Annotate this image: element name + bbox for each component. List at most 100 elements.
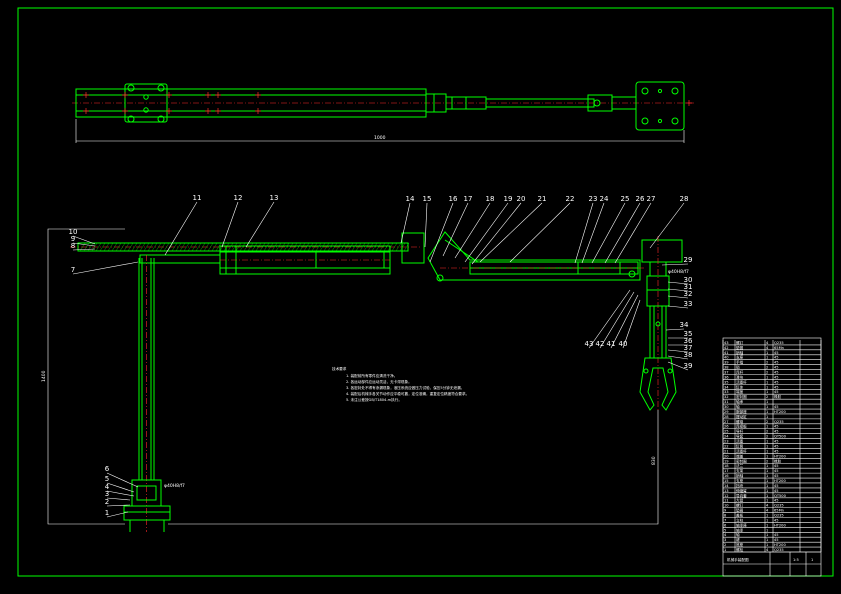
bom-cell: 缸体 <box>736 384 744 389</box>
bom-cell: 30 <box>724 405 729 409</box>
bom-cell: 缸筒 <box>736 443 744 448</box>
bom-cell: 45 <box>774 380 779 384</box>
bom-cell: 密封圈 <box>736 458 747 463</box>
bom-cell: 16 <box>724 474 729 478</box>
part-label-9: 9 <box>71 235 75 243</box>
part-label-10: 10 <box>69 228 78 236</box>
bom-cell: 45 <box>774 499 779 503</box>
bom-cell: 2 <box>766 366 768 370</box>
leader-line <box>72 248 96 251</box>
bom-cell: 1 <box>766 380 768 384</box>
leader-line <box>464 202 509 263</box>
leader-line <box>649 202 685 249</box>
bom-cell: 19 <box>724 459 729 463</box>
leader-line <box>454 202 491 259</box>
bom-cell: 34 <box>724 385 729 389</box>
part-label-17: 17 <box>464 195 473 203</box>
bom-cell: 垫圈 <box>736 345 744 350</box>
part-label-16: 16 <box>449 195 458 203</box>
bom-cell: Q235 <box>774 513 784 517</box>
note-line-1: 1. 装配前所有零件应清洗干净。 <box>346 373 397 378</box>
bom-cell: 轴承 <box>736 399 744 404</box>
bom-cell: 8 <box>724 513 727 517</box>
bom-cell: 2 <box>766 430 768 434</box>
bom-cell: 1 <box>766 425 768 429</box>
part-label-34: 34 <box>680 321 689 329</box>
bom-cell: 18 <box>724 464 729 468</box>
bom-cell: 45 <box>774 538 779 542</box>
bom-cell: 45 <box>774 489 779 493</box>
part-label-8: 8 <box>71 242 75 250</box>
leader-line <box>667 305 689 309</box>
part-label-30: 30 <box>684 276 693 284</box>
bom-cell: 销轴 <box>736 350 744 355</box>
bom-cell: 螺钉 <box>736 340 744 345</box>
bom-cell: 大臂 <box>736 498 744 503</box>
bom-cell: Q235 <box>774 420 784 424</box>
part-label-31: 31 <box>684 283 693 291</box>
bom-cell: 45 <box>774 430 779 434</box>
bom-cell: HT200 <box>774 454 786 458</box>
part-label-35: 35 <box>684 330 693 338</box>
bom-cell: 10 <box>724 504 729 508</box>
leader-line <box>429 202 454 263</box>
bom-cell: HT200 <box>774 543 786 547</box>
bom-cell: 45 <box>774 464 779 468</box>
leader-line <box>72 261 139 275</box>
bom-cell: 连接板 <box>736 424 747 429</box>
bom-cell: 32 <box>724 395 729 399</box>
leader-line <box>591 202 626 264</box>
bom-cell: 45 <box>774 474 779 478</box>
bom-cell: 手指 <box>736 360 744 365</box>
leader-line <box>106 472 139 488</box>
bom-cell: 端盖 <box>736 453 744 458</box>
bom-cell: HT200 <box>774 479 786 483</box>
bom-cell: 39 <box>724 361 729 365</box>
part-label-26: 26 <box>636 195 645 203</box>
bom-cell: 4 <box>724 533 727 537</box>
bom-cell: 销轴 <box>736 473 744 478</box>
bom-cell: 轴 <box>736 404 740 409</box>
part-label-24: 24 <box>600 195 609 203</box>
bom-cell: 45 <box>774 449 779 453</box>
drawing-sheet: 1 <box>811 558 813 562</box>
leader-line <box>106 511 129 518</box>
part-label-43: 43 <box>585 340 594 348</box>
note-line-2: 2. 各运动部件应运动灵活，无卡滞现象。 <box>346 379 412 384</box>
part-label-28: 28 <box>680 195 689 203</box>
bom-cell: 盖板 <box>736 512 744 517</box>
leader-line <box>72 242 96 247</box>
bom-cell: 活塞杆 <box>736 448 747 453</box>
part-label-4: 4 <box>105 483 110 491</box>
bom-cell: 橡胶 <box>774 458 782 463</box>
bom-cell: 销 <box>736 365 740 370</box>
wrist-fit-note: φ40H8/f7 <box>668 269 689 275</box>
part-label-7: 7 <box>71 266 75 274</box>
bom-cell: 17 <box>724 469 729 473</box>
bom-cell: 65Mn <box>774 346 784 350</box>
bom-cell: 2 <box>766 420 768 424</box>
bom-cell: 7 <box>724 518 726 522</box>
bom-cell: 1 <box>766 351 768 355</box>
bom-cell: 1 <box>766 449 768 453</box>
part-label-14: 14 <box>406 195 415 203</box>
leader-line <box>667 281 689 285</box>
bom-cell: 摆动缸 <box>736 414 747 419</box>
bom-cell: QT500 <box>774 435 787 439</box>
bom-cell: 4 <box>766 346 769 350</box>
leader-line <box>581 202 605 264</box>
bom-cell: 螺钉 <box>736 503 744 508</box>
part-label-29: 29 <box>684 256 693 264</box>
bom-cell: 45 <box>774 425 779 429</box>
bom-cell: 螺母 <box>736 419 744 424</box>
bom-cell: 6 <box>724 523 727 527</box>
bom-cell: 37 <box>724 371 729 375</box>
part-label-5: 5 <box>105 475 109 483</box>
part-label-20: 20 <box>517 195 526 203</box>
bom-cell: 导向套 <box>736 493 747 498</box>
bom-cell: 1 <box>766 528 768 532</box>
drawing-title: 机械手装配图 <box>727 557 749 562</box>
part-label-18: 18 <box>486 195 495 203</box>
part-label-2: 2 <box>105 498 109 506</box>
